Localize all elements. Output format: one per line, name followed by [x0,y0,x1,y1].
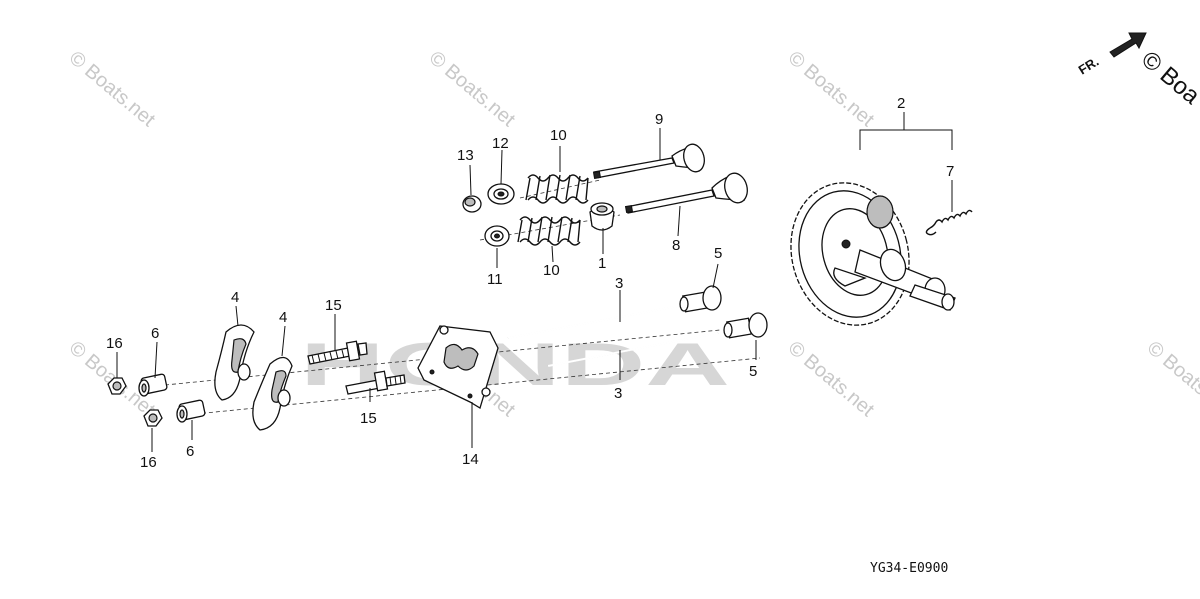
callout-16-lower: 16 [140,454,157,471]
callout-5-lower: 5 [749,363,757,380]
part-6-pivot-lower [176,399,206,423]
part-7-spring [925,209,973,236]
part-6-pivot-upper [138,373,168,397]
part-14-guide-plate [417,325,499,409]
callout-2: 2 [897,95,905,112]
callout-3-lower: 3 [614,385,622,402]
diagram-code: YG34-E0900 [870,561,948,576]
callout-1: 1 [598,255,606,272]
callout-4-right: 4 [279,309,287,326]
callout-7: 7 [946,163,954,180]
part-2-camshaft [790,182,956,326]
part-1-stem-seal [589,202,615,231]
part-4-rocker-arm-left [214,324,255,401]
part-10-spring-upper [525,174,589,204]
callout-14: 14 [462,451,479,468]
leader-lines [116,112,953,452]
part-16-nut-upper [107,377,127,395]
callout-6-lower: 6 [186,443,194,460]
callout-5-upper: 5 [714,245,722,262]
front-arrow-label: FR. [1076,54,1102,78]
part-5-tappet-lower [723,312,768,339]
callout-12: 12 [492,135,509,152]
part-13-cotter [462,195,482,213]
callout-9: 9 [655,111,663,128]
part-16-nut-lower [143,409,163,427]
part-15-pivot-bolt-lower [345,370,406,395]
front-arrow-icon [1109,32,1147,58]
callout-11: 11 [487,271,503,288]
part-11-retainer [484,225,510,247]
watermark-7: © Boats.net [1143,337,1200,421]
callout-13: 13 [457,147,474,164]
part-12-retainer [487,183,515,205]
callout-8: 8 [672,237,680,254]
part-4-rocker-arm-right [252,356,293,431]
part-9-valve [592,143,705,180]
front-direction-indicator: FR. [1076,32,1147,78]
part-3-pushrod-lower [547,332,719,367]
callout-15-upper: 15 [325,297,342,314]
callout-numbers: 13 12 10 9 2 7 8 1 10 11 5 3 5 3 4 4 15 … [106,95,954,471]
watermark-3: © Boats.net [784,47,879,131]
callout-3-upper: 3 [615,275,623,292]
part-15-pivot-bolt-upper [307,340,368,365]
callout-10-upper: 10 [550,127,567,144]
callout-16-upper: 16 [106,335,123,352]
part-3-pushrod-upper [507,304,685,339]
watermark-corner: © Boa [1136,46,1200,110]
part-8-valve [624,172,748,214]
part-10-spring-lower [517,216,581,246]
watermark-1: © Boats.net [65,47,160,131]
watermark-6: © Boats.net [784,337,879,421]
part-5-tappet-upper [679,285,722,313]
callout-4-left: 4 [231,289,239,306]
callout-10-lower: 10 [543,262,560,279]
callout-6-upper: 6 [151,325,159,342]
watermark-2: © Boats.net [425,47,520,131]
callout-15-lower: 15 [360,410,377,427]
